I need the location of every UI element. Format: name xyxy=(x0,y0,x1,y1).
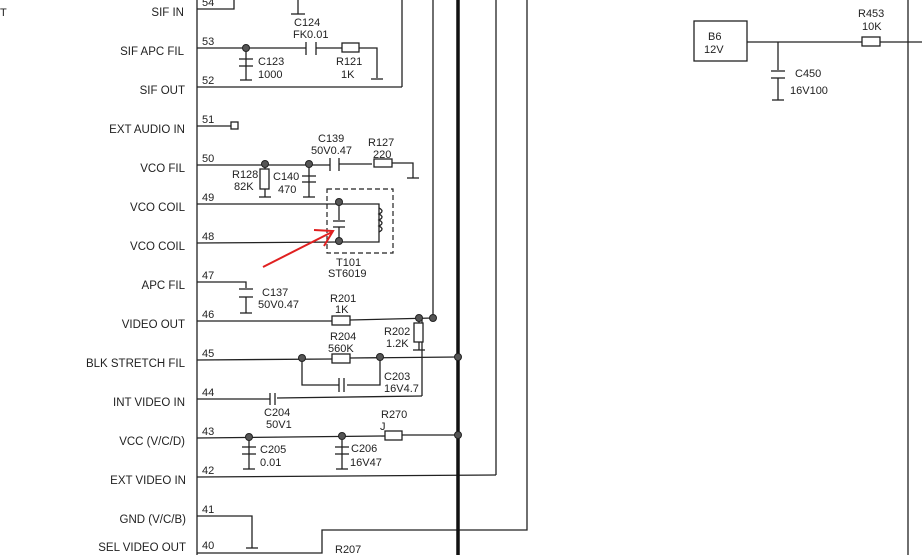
r207-ref: R207 xyxy=(335,544,361,555)
junction-dots xyxy=(242,44,462,441)
b6-ref: B6 xyxy=(708,31,721,43)
c203-ref: C203 xyxy=(384,371,410,383)
pin-number: 52 xyxy=(202,75,214,87)
pin-label: APC FIL xyxy=(142,280,186,292)
pin-label: SIF OUT xyxy=(140,85,185,97)
pin-number: 43 xyxy=(202,426,214,438)
pin-label: VCO COIL xyxy=(130,202,186,214)
pin-number: 51 xyxy=(202,114,214,126)
pin-number: 41 xyxy=(202,504,214,516)
r201-value: 1K xyxy=(335,304,349,316)
c206-value: 16V47 xyxy=(350,457,382,469)
c205-ref: C205 xyxy=(260,444,286,456)
b6-supply-box: B6 12V xyxy=(693,20,748,62)
r121-ref: R121 xyxy=(336,56,362,68)
r127-ref: R127 xyxy=(368,137,394,149)
pin-number: 49 xyxy=(202,192,214,204)
r453-ref: R453 xyxy=(858,8,884,20)
r127-body xyxy=(373,158,393,168)
pin-numbers: 54 53 52 51 50 49 48 47 46 45 44 43 42 4… xyxy=(202,0,214,552)
r270-ref: R270 xyxy=(381,409,407,421)
resistors xyxy=(259,36,881,441)
t101-shield xyxy=(326,188,394,254)
pin-label: EXT AUDIO IN xyxy=(109,124,185,136)
c137-ref: C137 xyxy=(262,287,288,299)
r201-ref: R201 xyxy=(330,293,356,305)
test-point xyxy=(230,121,239,130)
r204-value: 560K xyxy=(328,343,354,355)
edge-fragment-text: T xyxy=(0,7,7,19)
r128-value: 82K xyxy=(234,181,254,193)
pin-number: 46 xyxy=(202,309,214,321)
pin-number: 44 xyxy=(202,387,214,399)
c140-ref: C140 xyxy=(273,171,299,183)
r202-body xyxy=(413,322,424,343)
annotation-arrow xyxy=(262,229,335,268)
b6-value: 12V xyxy=(704,44,724,56)
r270-value: J xyxy=(380,421,386,433)
pin-label: GND (V/C/B) xyxy=(120,514,187,526)
pin-label: SEL VIDEO OUT xyxy=(98,542,186,554)
c204-value: 50V1 xyxy=(266,419,292,431)
c203-value: 16V4.7 xyxy=(384,383,419,395)
c205-value: 0.01 xyxy=(260,457,281,469)
c450-ref: C450 xyxy=(795,68,821,80)
r202-value: 1.2K xyxy=(386,338,409,350)
capacitors xyxy=(239,42,349,455)
r204-body xyxy=(331,353,351,364)
r201-body xyxy=(331,315,351,326)
r121-value: 1K xyxy=(341,69,355,81)
c139-ref: C139 xyxy=(318,133,344,145)
pin-labels: SIF IN SIF APC FIL SIF OUT EXT AUDIO IN … xyxy=(86,7,186,554)
r204-ref: R204 xyxy=(330,331,356,343)
c204-ref: C204 xyxy=(264,407,290,419)
c206-ref: C206 xyxy=(351,443,377,455)
pin-label: SIF IN xyxy=(151,7,184,19)
pin-number: 42 xyxy=(202,465,214,477)
t101-value: ST6019 xyxy=(328,268,367,280)
c124-value: FK0.01 xyxy=(293,29,328,41)
pin-label: EXT VIDEO IN xyxy=(110,475,186,487)
wires xyxy=(196,0,922,555)
pin-label: VIDEO OUT xyxy=(122,319,185,331)
pin-number: 53 xyxy=(202,36,214,48)
c450-value: 16V100 xyxy=(790,85,828,97)
c137-value: 50V0.47 xyxy=(258,299,299,311)
r202-ref: R202 xyxy=(384,326,410,338)
r270-body xyxy=(384,430,403,441)
component-labels: C124 FK0.01 C123 1000 R121 1K C139 50V0.… xyxy=(232,8,884,555)
r127-value: 220 xyxy=(373,149,391,161)
pin-number: 50 xyxy=(202,153,214,165)
pin-number: 40 xyxy=(202,540,214,552)
t101-ref: T101 xyxy=(336,257,361,269)
r128-ref: R128 xyxy=(232,169,258,181)
pin-label: VCO FIL xyxy=(140,163,185,175)
r128-body xyxy=(259,168,270,190)
r121-body xyxy=(341,42,360,53)
c139-value: 50V0.47 xyxy=(311,145,352,157)
r453-body xyxy=(861,36,881,47)
pin-label: BLK STRETCH FIL xyxy=(86,358,186,370)
pin-number: 45 xyxy=(202,348,214,360)
c123-value: 1000 xyxy=(258,69,282,81)
c124-ref: C124 xyxy=(294,17,320,29)
pin-number: 48 xyxy=(202,231,214,243)
pin-number: 47 xyxy=(202,270,214,282)
pin-label: VCO COIL xyxy=(130,241,186,253)
pin-label: SIF APC FIL xyxy=(120,46,185,58)
c123-ref: C123 xyxy=(258,56,284,68)
pin-label: INT VIDEO IN xyxy=(113,397,185,409)
pin-label: VCC (V/C/D) xyxy=(119,436,185,448)
r453-value: 10K xyxy=(862,21,882,33)
c140-value: 470 xyxy=(278,184,296,196)
pin-number: 54 xyxy=(202,0,214,9)
